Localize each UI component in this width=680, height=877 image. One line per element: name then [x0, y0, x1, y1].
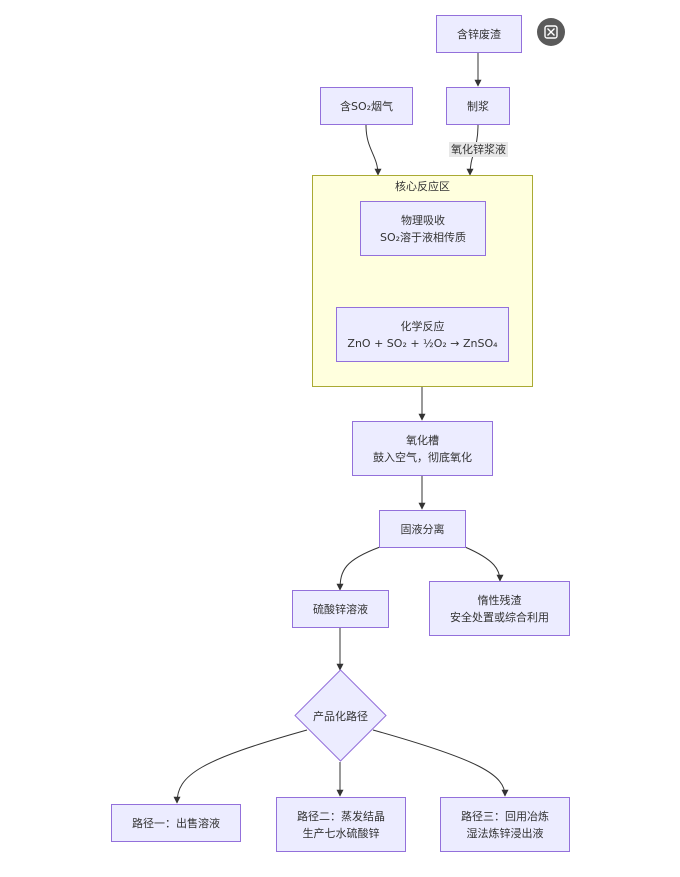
edge-label-zinc-oxide-slurry: 氧化锌浆液: [449, 142, 508, 157]
node-label-line1: 氧化槽: [406, 433, 439, 447]
node-label-line1: 物理吸收: [401, 213, 445, 227]
node-inert-residue: 惰性残渣 安全处置或综合利用: [429, 581, 570, 636]
node-label: 含锌废渣: [457, 27, 501, 41]
node-solid-liquid-separation: 固液分离: [379, 510, 466, 548]
node-label: 路径一：出售溶液: [132, 816, 220, 830]
node-zinc-residue: 含锌废渣: [436, 15, 522, 53]
node-label: 产品化路径: [313, 709, 368, 723]
node-label-line1: 路径三：回用冶炼: [461, 809, 549, 823]
edge-decision-to-path1: [173, 729, 308, 804]
node-label: 含SO₂烟气: [339, 99, 394, 113]
node-productization-decision: 产品化路径: [294, 669, 387, 762]
subgraph-title: 核心反应区: [395, 180, 450, 193]
node-label-line2: 生产七水硫酸锌: [302, 826, 380, 840]
node-label-line2: 鼓入空气，彻底氧化: [373, 450, 472, 464]
node-label-line2: SO₂溶于液相传质: [379, 230, 467, 244]
node-label-line1: 惰性残渣: [477, 593, 522, 607]
node-slurry: 制浆: [446, 87, 510, 125]
node-path1: 路径一：出售溶液: [111, 804, 241, 842]
node-zinc-sulfate-solution: 硫酸锌溶液: [292, 590, 389, 628]
close-button[interactable]: [537, 18, 565, 46]
node-oxidation-tank: 氧化槽 鼓入空气，彻底氧化: [352, 421, 493, 476]
edge-separation-to-inert: [464, 546, 504, 582]
node-path3: 路径三：回用冶炼 湿法炼锌浸出液: [440, 797, 570, 852]
node-physical-absorption: 物理吸收 SO₂溶于液相传质: [360, 201, 486, 256]
node-label-line1: 化学反应: [400, 319, 445, 333]
edge-so2-to-reactor: [365, 124, 382, 176]
node-label: 硫酸锌溶液: [313, 602, 368, 616]
edge-decision-to-path3: [372, 729, 509, 797]
close-icon: [544, 25, 558, 39]
node-label: 固液分离: [400, 522, 445, 536]
node-so2-gas: 含SO₂烟气: [320, 87, 413, 125]
node-label: 制浆: [467, 99, 489, 113]
node-label-line1: 路径二：蒸发结晶: [297, 809, 385, 823]
edge-separation-to-solution: [336, 546, 381, 591]
node-path2: 路径二：蒸发结晶 生产七水硫酸锌: [276, 797, 406, 852]
node-chemical-reaction: 化学反应 ZnO + SO₂ + ½O₂ → ZnSO₄: [336, 307, 509, 362]
node-label-line2: ZnO + SO₂ + ½O₂ → ZnSO₄: [347, 336, 498, 350]
decision-shape: [294, 669, 387, 762]
node-label-line2: 安全处置或综合利用: [450, 610, 549, 624]
node-label-line2: 湿法炼锌浸出液: [466, 826, 544, 840]
